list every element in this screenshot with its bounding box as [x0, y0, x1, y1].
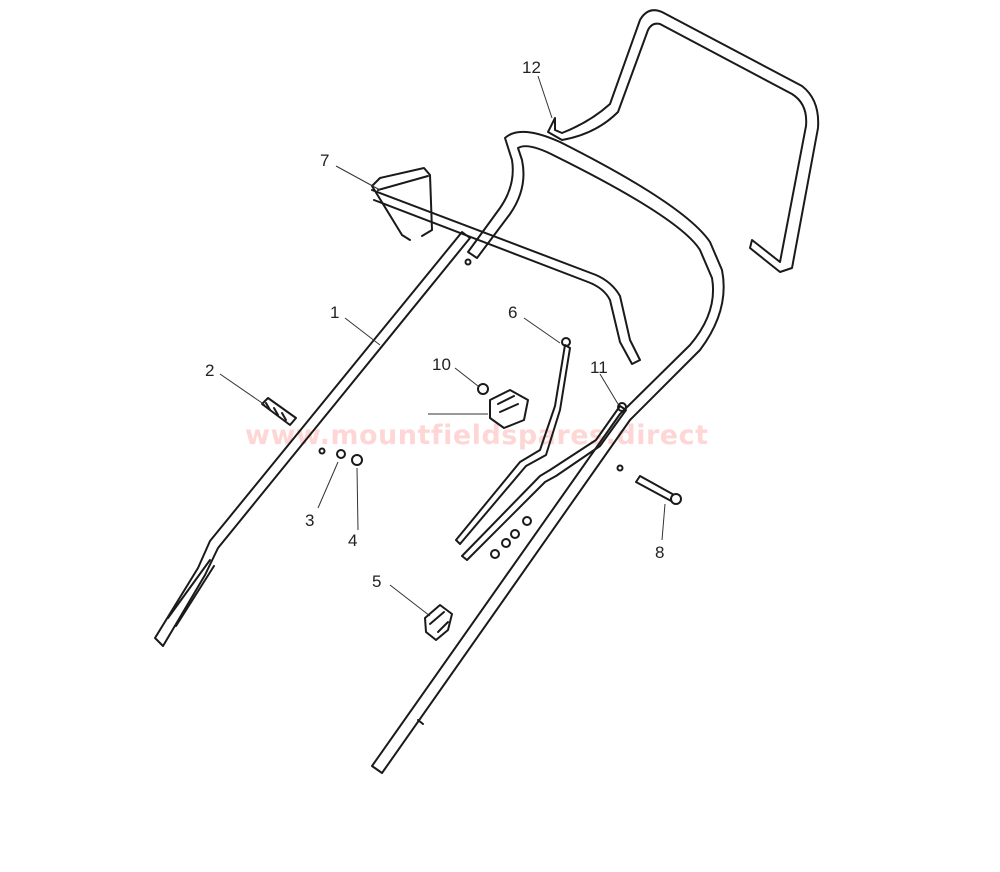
callout-11: 11: [590, 358, 608, 377]
part-4-nut: [351, 454, 363, 466]
leader-lines: [219, 75, 666, 617]
part-upper-handle: [371, 131, 725, 774]
callout-8: 8: [655, 543, 664, 562]
part-2-bolt: [261, 397, 297, 426]
watermark-text: www.mountfieldspares.direct: [245, 420, 708, 451]
part-10-block: [477, 383, 529, 429]
part-12-top-bail: [547, 9, 820, 273]
part-1-lower-handle-left: [154, 231, 472, 647]
callout-12: 12: [522, 58, 541, 77]
part-7-lower-loop: [371, 167, 641, 365]
callout-6: 6: [508, 303, 517, 322]
part-6-cable: [455, 337, 571, 545]
callout-5: 5: [372, 572, 381, 591]
part-5-cable-clip: [424, 604, 453, 641]
callout-7: 7: [320, 151, 329, 170]
callout-2: 2: [205, 361, 214, 380]
part-3-washer: [336, 449, 346, 459]
callout-1: 1: [330, 303, 339, 322]
callout-4: 4: [348, 531, 357, 550]
part-8-bolt: [635, 475, 682, 505]
callout-10: 10: [432, 355, 451, 374]
callout-3: 3: [305, 511, 314, 530]
part-11-cable: [461, 402, 627, 561]
